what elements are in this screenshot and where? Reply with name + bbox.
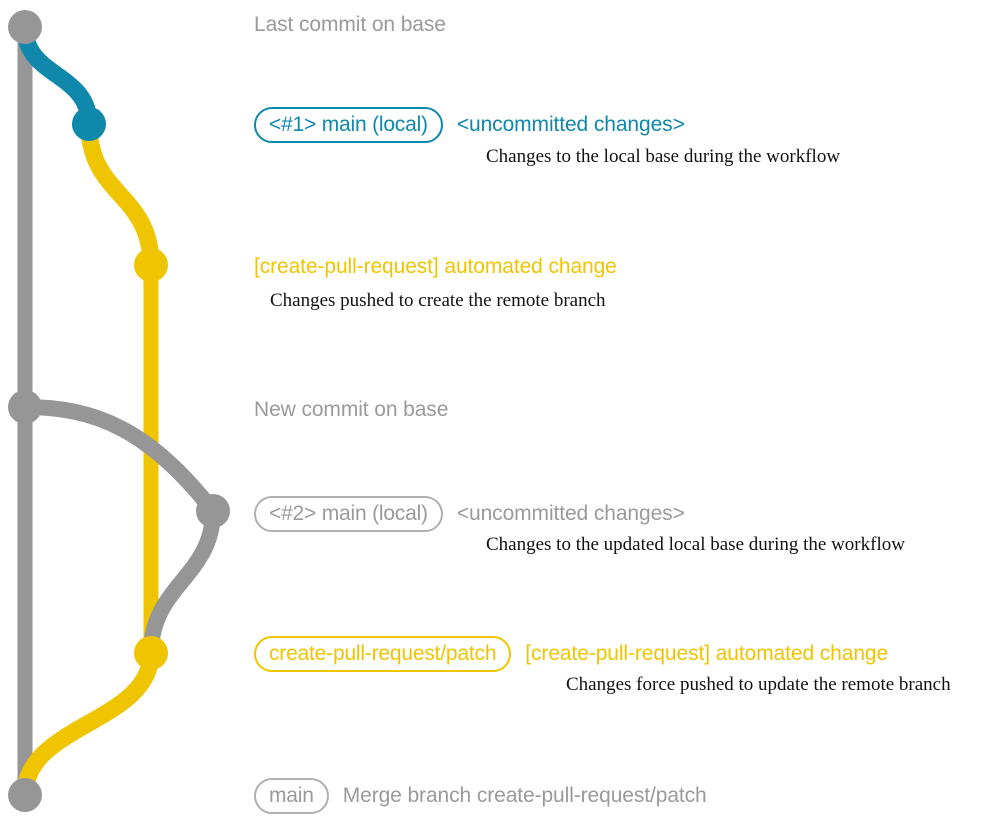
caption-patch-2: Changes force pushed to update the remot… — [566, 674, 951, 695]
note-uncommitted-changes-1: <uncommitted changes> — [456, 113, 685, 136]
row-last-commit-on-base: Last commit on base — [254, 13, 446, 37]
row-new-commit-on-base: New commit on base — [254, 398, 448, 422]
edge-patch-2-to-merge — [16, 644, 160, 804]
branch-pill-main[interactable]: main — [254, 778, 329, 814]
branch-pill-main-local-1[interactable]: <#1> main (local) — [254, 107, 443, 143]
row-patch-1: [create-pull-request] automated change — [254, 255, 617, 279]
edge-base-to-local-1 — [16, 18, 98, 133]
edge-local-1-to-patch-1 — [80, 115, 160, 274]
caption-local-2: Changes to the updated local base during… — [486, 534, 905, 555]
row-local-1: <#1> main (local) <uncommitted changes> — [254, 107, 685, 143]
note-merge-branch: Merge branch create-pull-request/patch — [342, 784, 707, 807]
edge-base-new-to-local-2 — [17, 399, 221, 519]
edge-local-2-to-patch-2 — [143, 503, 221, 661]
commit-node-patch-1 — [134, 248, 168, 282]
caption-local-1: Changes to the local base during the wor… — [486, 146, 841, 167]
commit-node-base-last — [8, 10, 42, 44]
row-local-2: <#2> main (local) <uncommitted changes> — [254, 496, 685, 532]
note-uncommitted-changes-2: <uncommitted changes> — [456, 502, 685, 525]
commit-node-base-new — [8, 390, 42, 424]
commit-node-base-merge — [8, 778, 42, 812]
heading-automated-change-1: [create-pull-request] automated change — [254, 255, 617, 278]
branch-pill-main-local-2[interactable]: <#2> main (local) — [254, 496, 443, 532]
caption-patch-1: Changes pushed to create the remote bran… — [270, 290, 606, 311]
commit-node-local-1 — [72, 107, 106, 141]
heading-last-commit-on-base: Last commit on base — [254, 13, 446, 36]
commit-node-patch-2 — [134, 636, 168, 670]
heading-new-commit-on-base: New commit on base — [254, 398, 449, 421]
row-merge: main Merge branch create-pull-request/pa… — [254, 778, 707, 814]
commit-node-local-2 — [196, 494, 230, 528]
note-automated-change-2: [create-pull-request] automated change — [525, 642, 889, 665]
row-patch-2: create-pull-request/patch [create-pull-r… — [254, 636, 888, 672]
branch-pill-create-pull-request-patch[interactable]: create-pull-request/patch — [254, 636, 512, 672]
